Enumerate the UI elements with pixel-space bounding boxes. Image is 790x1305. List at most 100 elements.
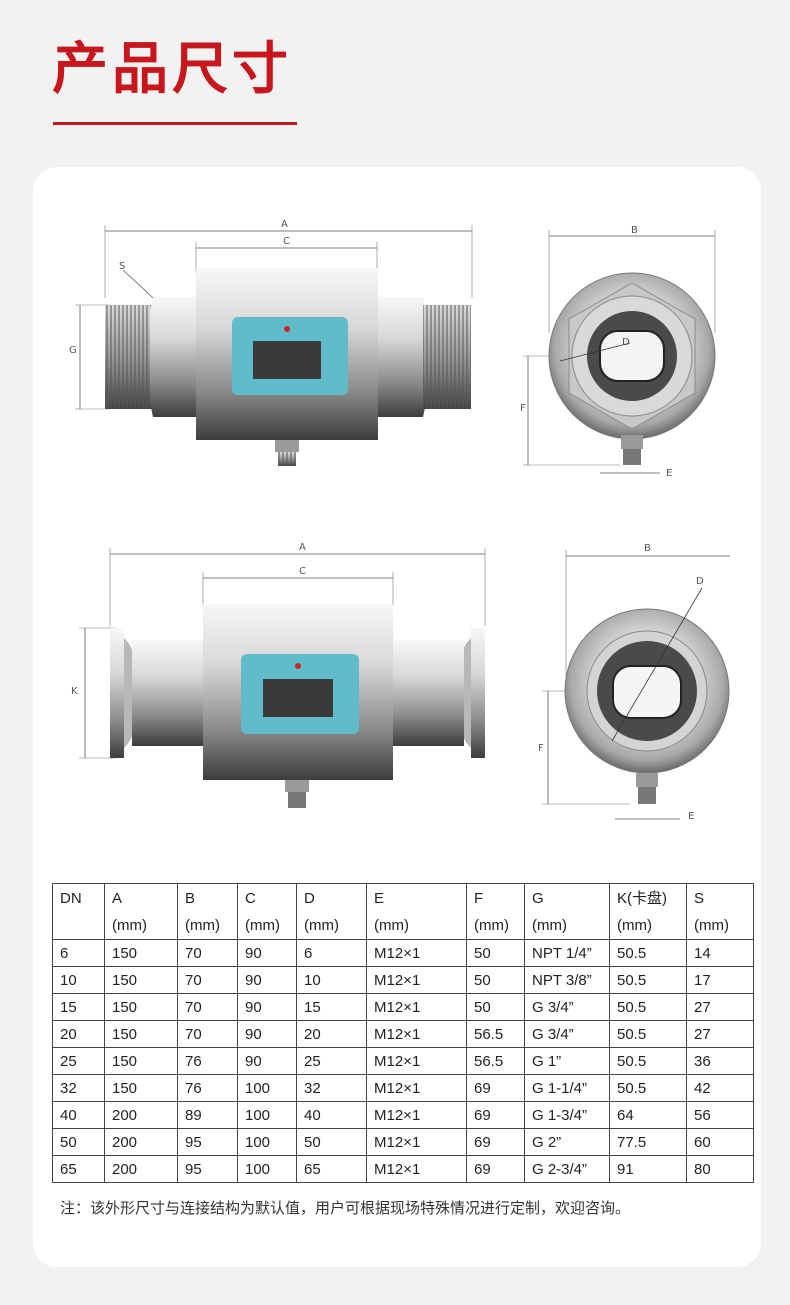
table-cell: 150	[104, 966, 178, 994]
dim-label-e2: E	[688, 811, 694, 822]
table-cell: 32	[296, 1074, 367, 1102]
table-cell: 50.5	[609, 1074, 687, 1102]
table-cell: NPT 3/8”	[524, 966, 610, 994]
dim-label-e: E	[666, 468, 672, 479]
column-name: F	[474, 890, 484, 907]
table-cell: 100	[237, 1101, 297, 1129]
table-cell: 56	[686, 1101, 754, 1129]
column-header: D(mm)	[296, 883, 367, 940]
dim-label-f: F	[520, 403, 526, 414]
table-cell: 27	[686, 993, 754, 1021]
table-cell: 27	[686, 1020, 754, 1048]
table-cell: 15	[52, 993, 105, 1021]
table-cell: 6	[296, 939, 367, 967]
column-name: G	[532, 890, 544, 907]
table-cell: 17	[686, 966, 754, 994]
column-unit: (mm)	[474, 917, 509, 934]
table-cell: 150	[104, 1020, 178, 1048]
table-cell: G 1-1/4”	[524, 1074, 610, 1102]
table-cell: 69	[466, 1074, 525, 1102]
table-cell: M12×1	[366, 966, 467, 994]
table-cell: 100	[237, 1128, 297, 1156]
column-unit: (mm)	[304, 917, 339, 934]
table-cell: 6	[52, 939, 105, 967]
table-cell: 42	[686, 1074, 754, 1102]
dim-label-a2: A	[299, 542, 306, 553]
table-cell: 32	[52, 1074, 105, 1102]
table-cell: 50	[466, 993, 525, 1021]
table-cell: 25	[52, 1047, 105, 1075]
display-screen	[253, 341, 321, 379]
table-cell: 15	[296, 993, 367, 1021]
column-header: C(mm)	[237, 883, 297, 940]
table-cell: 20	[52, 1020, 105, 1048]
table-cell: 100	[237, 1155, 297, 1183]
table-cell: 95	[177, 1128, 238, 1156]
column-name: E	[374, 890, 385, 907]
table-cell: 64	[609, 1101, 687, 1129]
table-cell: G 2”	[524, 1128, 610, 1156]
table-cell: G 1”	[524, 1047, 610, 1075]
table-cell: 69	[466, 1155, 525, 1183]
table-cell: 90	[237, 993, 297, 1021]
table-cell: M12×1	[366, 939, 467, 967]
table-cell: 36	[686, 1047, 754, 1075]
table-cell: 50.5	[609, 993, 687, 1021]
table-cell: M12×1	[366, 993, 467, 1021]
column-header: B(mm)	[177, 883, 238, 940]
column-header: S(mm)	[686, 883, 754, 940]
dim-label-s: S	[119, 261, 125, 272]
dim-label-d2: D	[696, 576, 704, 587]
column-unit: (mm)	[617, 917, 652, 934]
table-cell: 77.5	[609, 1128, 687, 1156]
table-cell: 56.5	[466, 1047, 525, 1075]
table-cell: 76	[177, 1047, 238, 1075]
dim-label-d: D	[622, 337, 630, 348]
threaded-end-view: B F D E	[520, 213, 730, 485]
table-cell: 50	[52, 1128, 105, 1156]
column-header: G (mm)	[524, 883, 610, 940]
table-cell: 90	[237, 1047, 297, 1075]
table-cell: 60	[686, 1128, 754, 1156]
column-name: C	[245, 890, 256, 907]
table-cell: 150	[104, 993, 178, 1021]
column-header: F (mm)	[466, 883, 525, 940]
table-cell: 76	[177, 1074, 238, 1102]
column-name: DN	[60, 890, 82, 907]
display-screen-2	[263, 679, 333, 717]
column-name: A	[112, 890, 123, 907]
dim-label-c: C	[283, 236, 290, 247]
clamp-end-view: B F D E	[520, 536, 730, 836]
column-header: E(mm)	[366, 883, 467, 940]
table-cell: 200	[104, 1155, 178, 1183]
column-unit: (mm)	[532, 917, 567, 934]
table-cell: 70	[177, 1020, 238, 1048]
table-cell: 65	[52, 1155, 105, 1183]
table-cell: 70	[177, 966, 238, 994]
table-cell: 65	[296, 1155, 367, 1183]
table-cell: 200	[104, 1101, 178, 1129]
threaded-side-view: A C S G	[65, 213, 495, 485]
table-cell: 91	[609, 1155, 687, 1183]
dim-label-g: G	[69, 345, 77, 356]
column-unit: (mm)	[185, 917, 220, 934]
table-cell: M12×1	[366, 1101, 467, 1129]
dim-label-f2: F	[538, 743, 544, 754]
table-cell: 40	[52, 1101, 105, 1129]
column-name: S	[694, 890, 705, 907]
title-underline	[53, 122, 297, 125]
table-cell: G 3/4”	[524, 1020, 610, 1048]
table-cell: G 2-3/4”	[524, 1155, 610, 1183]
table-cell: 50	[466, 966, 525, 994]
status-led	[284, 326, 290, 332]
table-cell: 69	[466, 1101, 525, 1129]
